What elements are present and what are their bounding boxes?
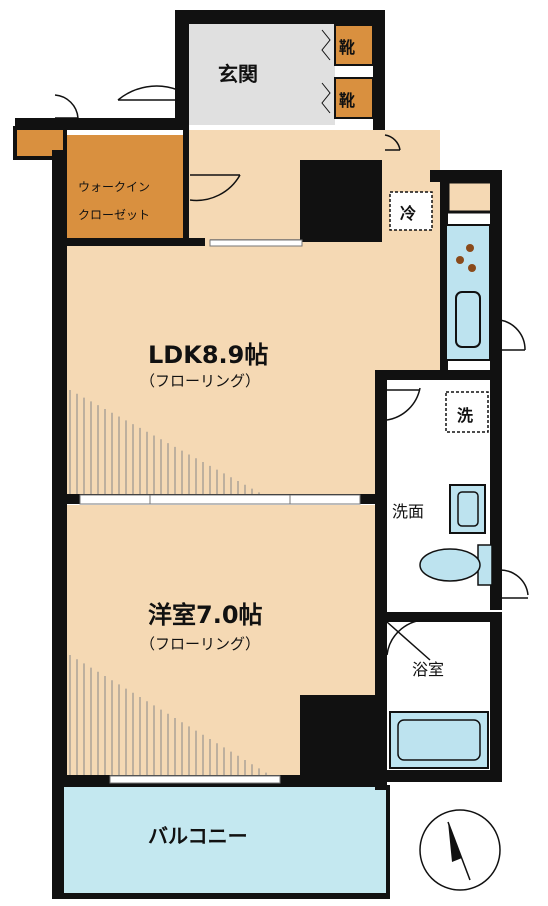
door-swing-icon [54,85,529,661]
ldk-floor-label: （フローリング） [140,372,261,390]
western-floor-label: （フローリング） [140,635,261,653]
kitchen-top-storage [446,180,494,214]
walk-in-closet [65,135,185,240]
hatching-ldk [69,390,260,494]
entrance-floor [185,20,335,125]
walk-in-label-1: ウォークイン [78,180,151,194]
balcony-label: バルコニー [148,824,248,848]
bathroom-label: 浴室 [412,660,445,679]
washer-box [445,391,489,433]
fridge-box [389,191,433,231]
entrance-label: 玄関 [218,62,258,86]
shoe-label-bottom: 靴 [339,91,356,110]
shoe-box-bottom [334,77,374,119]
walk-in-label-2: クローゼット [78,208,151,222]
western-label: 洋室7.0帖 [148,601,263,629]
balcony-floor [62,785,387,895]
column-top [300,160,382,242]
toilet-icon [419,544,493,586]
ldk-label: LDK8.9帖 [148,341,269,369]
ldk-floor [65,245,377,500]
fridge-label: 冷 [400,204,417,223]
sink-icon [455,291,481,348]
column-bottom [300,695,382,777]
shoe-label-top: 靴 [339,38,356,57]
hatching-western [69,655,267,775]
washroom-label: 洗面 [392,502,425,521]
washer-label: 洗 [457,406,474,425]
compass-icon [419,809,501,891]
shoe-box-top [334,24,374,66]
stove-icon [456,244,476,272]
